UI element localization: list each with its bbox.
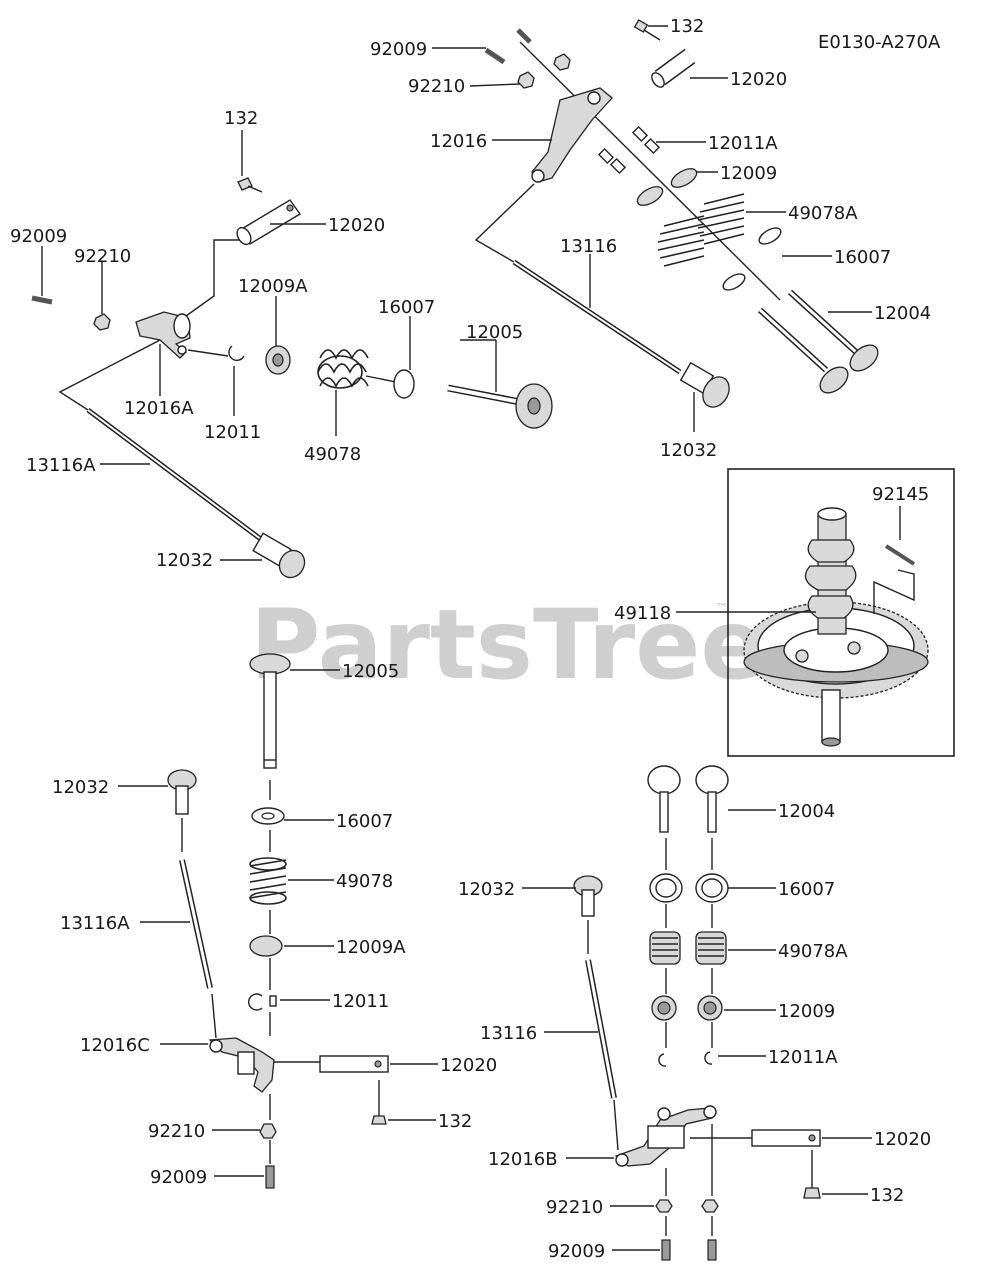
bolt-132-b	[237, 177, 263, 193]
label-12020-b: 12020	[328, 215, 385, 236]
push-rod-13116A-c	[179, 859, 213, 989]
valve-lifter-12032-b	[252, 532, 306, 579]
label-49118: 49118	[614, 603, 671, 624]
label-12009-a: 12009	[720, 163, 777, 184]
label-16007-d: 16007	[778, 879, 835, 900]
label-12009A-c: 12009A	[336, 937, 406, 958]
spring-pin-92145	[873, 506, 916, 614]
label-13116A-b: 13116A	[26, 455, 96, 476]
intake-valve-12005-c	[249, 653, 291, 769]
exhaust-valves-12004-d	[647, 765, 729, 833]
label-12032-b: 12032	[156, 550, 213, 571]
valve-spring-49078-b	[317, 349, 369, 389]
rocker-shaft-12020-c	[319, 1055, 389, 1073]
diagram-code: E0130-A270A	[818, 32, 941, 53]
label-49078A-a: 49078A	[788, 203, 858, 224]
label-92009-d: 92009	[548, 1241, 605, 1262]
label-13116-d: 13116	[480, 1023, 537, 1044]
intake-valve-12005-b	[447, 383, 553, 429]
label-12005-c: 12005	[342, 661, 399, 682]
label-49078-c: 49078	[336, 871, 393, 892]
label-49078A-d: 49078A	[778, 941, 848, 962]
nut-92210-a	[517, 71, 535, 89]
rocker-arm-12016C-c	[208, 1037, 275, 1093]
label-16007-b: 16007	[378, 297, 435, 318]
label-132-c: 132	[438, 1111, 472, 1132]
valve-spring-49078-c	[249, 857, 287, 905]
label-12020-c: 12020	[440, 1055, 497, 1076]
assembly-bottom-left	[167, 653, 389, 1189]
label-12032-d: 12032	[458, 879, 515, 900]
label-92009-a: 92009	[370, 39, 427, 60]
valve-lifter-12032-a	[679, 361, 730, 408]
push-rod-13116A-b	[58, 339, 264, 543]
label-132-a: 132	[670, 16, 704, 37]
label-12005-b: 12005	[466, 322, 523, 343]
label-92210-a: 92210	[408, 76, 465, 97]
label-12009A-b: 12009A	[238, 276, 308, 297]
valve-springs-49078A-d	[649, 931, 727, 965]
label-12004-d: 12004	[778, 801, 835, 822]
label-92145: 92145	[872, 484, 929, 505]
assembly-top-left	[31, 177, 553, 579]
valve-lifter-12032-d	[573, 875, 603, 917]
label-12016-a: 12016	[430, 131, 487, 152]
valve-lifter-12032-c	[167, 769, 197, 815]
leader-92210-a	[469, 83, 521, 87]
rocker-arm-12016A-b	[135, 311, 191, 359]
adjust-screw-92009-a	[484, 47, 506, 65]
camshaft-gear-49118	[743, 601, 929, 747]
label-12016A-b: 12016A	[124, 398, 194, 419]
assembly-bottom-right	[573, 765, 821, 1261]
rocker-arm-12016B-d	[614, 1105, 717, 1167]
label-92210-c: 92210	[148, 1121, 205, 1142]
trademark-symbol: ™	[716, 601, 728, 615]
label-12011A-a: 12011A	[708, 133, 778, 154]
label-12011A-d: 12011A	[768, 1047, 838, 1068]
label-92210-d: 92210	[546, 1197, 603, 1218]
label-16007-a: 16007	[834, 247, 891, 268]
push-rod-13116-a	[474, 183, 682, 375]
label-12032-a: 12032	[660, 440, 717, 461]
rocker-shaft-12020-d	[751, 1129, 821, 1147]
label-12020-a: 12020	[730, 69, 787, 90]
label-12009-d: 12009	[778, 1001, 835, 1022]
label-92009-b: 92009	[10, 226, 67, 247]
label-12011-b: 12011	[204, 422, 261, 443]
rocker-shaft-12020-a	[651, 48, 696, 88]
label-12016C: 12016C	[80, 1035, 150, 1056]
label-13116-a: 13116	[560, 236, 617, 257]
label-13116A-c: 13116A	[60, 913, 130, 934]
label-92210-b: 92210	[74, 246, 131, 267]
label-12016B: 12016B	[488, 1149, 558, 1170]
label-132-d: 132	[870, 1185, 904, 1206]
rocker-shaft-12020-b	[185, 199, 302, 317]
exhaust-valve-12004-a	[757, 289, 879, 394]
camshaft-lobes	[804, 507, 857, 635]
bolt-132-a	[633, 19, 661, 41]
valve-spring-49078A-a	[657, 193, 745, 267]
label-12020-d: 12020	[874, 1129, 931, 1150]
label-12004-a: 12004	[874, 303, 931, 324]
camshaft-inset-box	[727, 468, 955, 757]
assembly-top-right	[474, 19, 879, 408]
label-16007-c: 16007	[336, 811, 393, 832]
label-12011-c: 12011	[332, 991, 389, 1012]
label-132-b: 132	[224, 108, 258, 129]
label-92009-c: 92009	[150, 1167, 207, 1188]
label-12032-c: 12032	[52, 777, 109, 798]
label-49078-b: 49078	[304, 444, 361, 465]
watermark-text: PartsTree	[250, 589, 765, 701]
push-rod-13116-d	[585, 959, 617, 1099]
rocker-arm-12016-a	[531, 87, 613, 183]
